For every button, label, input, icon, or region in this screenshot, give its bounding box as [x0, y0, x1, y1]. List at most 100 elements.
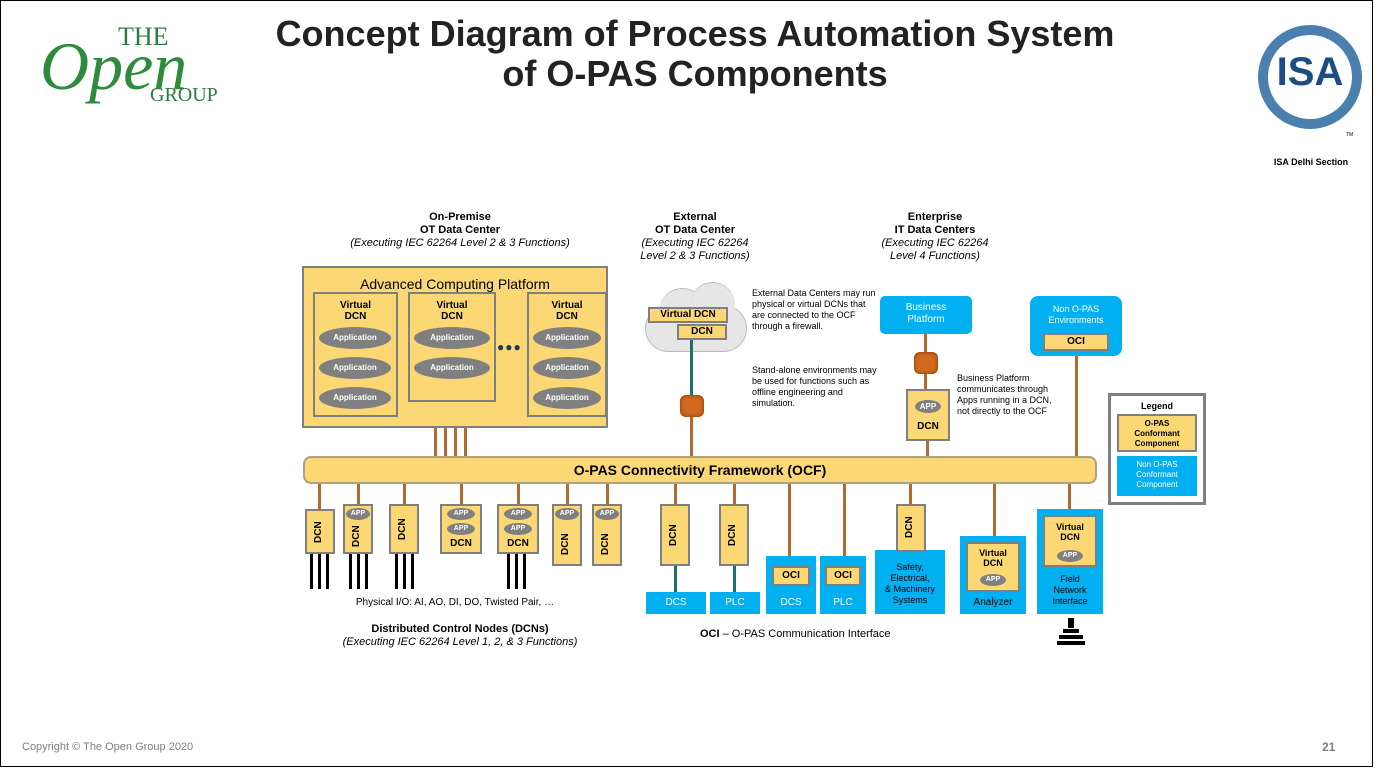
- legend-yellow-l1: O-PAS: [1144, 419, 1170, 428]
- dcn-node: [896, 504, 926, 552]
- header-enterprise-l3: (Executing IEC 62264: [881, 237, 989, 249]
- plc-label: PLC: [833, 597, 853, 608]
- page-number: 21: [1322, 740, 1336, 754]
- dcn-label: DCN: [450, 538, 472, 549]
- field-l3: Interface: [1052, 596, 1088, 606]
- io-line: [411, 554, 414, 589]
- dcn-node: [389, 504, 419, 554]
- safety-l1: Safety,: [896, 562, 924, 572]
- io-line: [515, 554, 518, 589]
- oci-box: OCI: [825, 566, 861, 586]
- isa-caption: ISA Delhi Section: [1273, 157, 1349, 167]
- header-onprem-l2: OT Data Center: [419, 224, 501, 236]
- io-line: [357, 554, 360, 589]
- vdcn1-l1: Virtual: [340, 300, 371, 311]
- vdcn2-l2: DCN: [441, 311, 463, 322]
- title-line-1: Concept Diagram of Process Automation Sy…: [275, 13, 1115, 54]
- header-enterprise-l2: IT Data Centers: [894, 224, 976, 236]
- field-l2: Network: [1053, 585, 1087, 595]
- field-vdcn-l2: DCN: [1060, 532, 1080, 542]
- business-platform-l2: Platform: [907, 314, 945, 325]
- app-pill: Application: [533, 327, 601, 349]
- firewall-icon: [914, 352, 938, 374]
- dcs-box: DCS: [646, 592, 706, 614]
- ocf-drop: [403, 484, 406, 504]
- enterprise-ocf-link: [926, 441, 929, 456]
- app-pill: Application: [319, 357, 391, 379]
- ocf-drop: [733, 484, 736, 504]
- header-external-l4: Level 2 & 3 Functions): [640, 250, 750, 262]
- analyzer-vdcn-l1: Virtual: [979, 548, 1007, 558]
- dcn-link: [674, 566, 677, 592]
- legend-blue-l3: Component: [1136, 480, 1178, 489]
- header-external: External OT Data Center (Executing IEC 6…: [620, 211, 770, 263]
- ocf-drop: [318, 484, 321, 509]
- logo-the: THE: [118, 22, 169, 51]
- network-device-icon: [1057, 618, 1085, 646]
- dcn-label: DCN: [397, 518, 408, 540]
- analyzer-label: Analyzer: [973, 597, 1013, 608]
- ocf-drop: [1068, 484, 1071, 509]
- legend-title: Legend: [1140, 401, 1173, 411]
- app-pill: Application: [414, 327, 490, 349]
- app-pill: Application: [319, 327, 391, 349]
- business-platform-l1: Business: [905, 302, 947, 313]
- isa-text: ISA: [1276, 50, 1344, 94]
- business-platform: Business Platform: [880, 296, 972, 334]
- legend-yellow-l3: Component: [1134, 439, 1180, 448]
- dcn-section-title: Distributed Control Nodes (DCNs): [371, 623, 549, 635]
- legend-blue-l1: Non O-PAS: [1136, 460, 1178, 469]
- safety-l4: Systems: [892, 595, 928, 605]
- analyzer-vdcn-label: Virtual DCN: [966, 548, 1020, 568]
- io-line: [507, 554, 510, 589]
- header-enterprise: Enterprise IT Data Centers (Executing IE…: [860, 211, 1010, 263]
- header-external-l1: External: [673, 211, 717, 223]
- isa-inner: [1268, 35, 1352, 119]
- io-line: [310, 554, 313, 589]
- ocf-drop: [460, 484, 463, 504]
- copyright: Copyright © The Open Group 2020: [22, 741, 194, 753]
- header-onprem: On-Premise OT Data Center (Executing IEC…: [300, 211, 620, 250]
- header-enterprise-l1: Enterprise: [907, 211, 963, 223]
- dcn-label: DCN: [668, 524, 679, 546]
- title-line-2: of O-PAS Components: [502, 53, 888, 94]
- dcn-label: DCN: [904, 516, 915, 538]
- io-line: [365, 554, 368, 589]
- app-pill: APP: [915, 400, 941, 413]
- dcn-section-sub: (Executing IEC 62264 Level 1, 2, & 3 Fun…: [342, 636, 578, 648]
- header-enterprise-l4: Level 4 Functions): [890, 250, 980, 262]
- oci-box: OCI: [772, 566, 810, 586]
- ocf-drop: [993, 484, 996, 536]
- dcn-label: DCN: [600, 533, 611, 555]
- ocf-drop: [909, 484, 912, 504]
- firewall-icon: [680, 395, 704, 417]
- app-pill: APP: [595, 508, 619, 520]
- header-external-l2: OT Data Center: [654, 224, 736, 236]
- legend-opas: O-PAS Conformant Component: [1117, 414, 1197, 452]
- field-label: Field Network Interface: [1037, 574, 1103, 607]
- ocf-drop: [674, 484, 677, 504]
- io-line: [395, 554, 398, 589]
- legend-blue-l2: Conformant: [1136, 470, 1178, 479]
- dcn-node: [660, 504, 690, 566]
- app-pill: APP: [346, 508, 370, 520]
- vdcn3-l2: DCN: [556, 311, 578, 322]
- vdcn3-l1: Virtual: [551, 300, 583, 311]
- ellipsis-dots: ●●●: [497, 340, 522, 354]
- enterprise-dcn: [906, 389, 950, 441]
- ocf-drop: [566, 484, 569, 504]
- cloud-link: [690, 340, 693, 395]
- legend: Legend O-PAS Conformant Component Non O-…: [1108, 393, 1206, 505]
- app-pill: APP: [504, 523, 532, 535]
- plc-box: PLC: [710, 592, 760, 614]
- safety-label: Safety, Electrical, & Machinery Systems: [875, 562, 945, 606]
- enterprise-dcn-label: DCN: [917, 421, 939, 432]
- ocf-drop: [606, 484, 609, 504]
- app-pill: Application: [533, 387, 601, 409]
- note-standalone: Stand-alone environments may be used for…: [752, 365, 877, 408]
- legend-yellow-l2: Conformant: [1134, 429, 1180, 438]
